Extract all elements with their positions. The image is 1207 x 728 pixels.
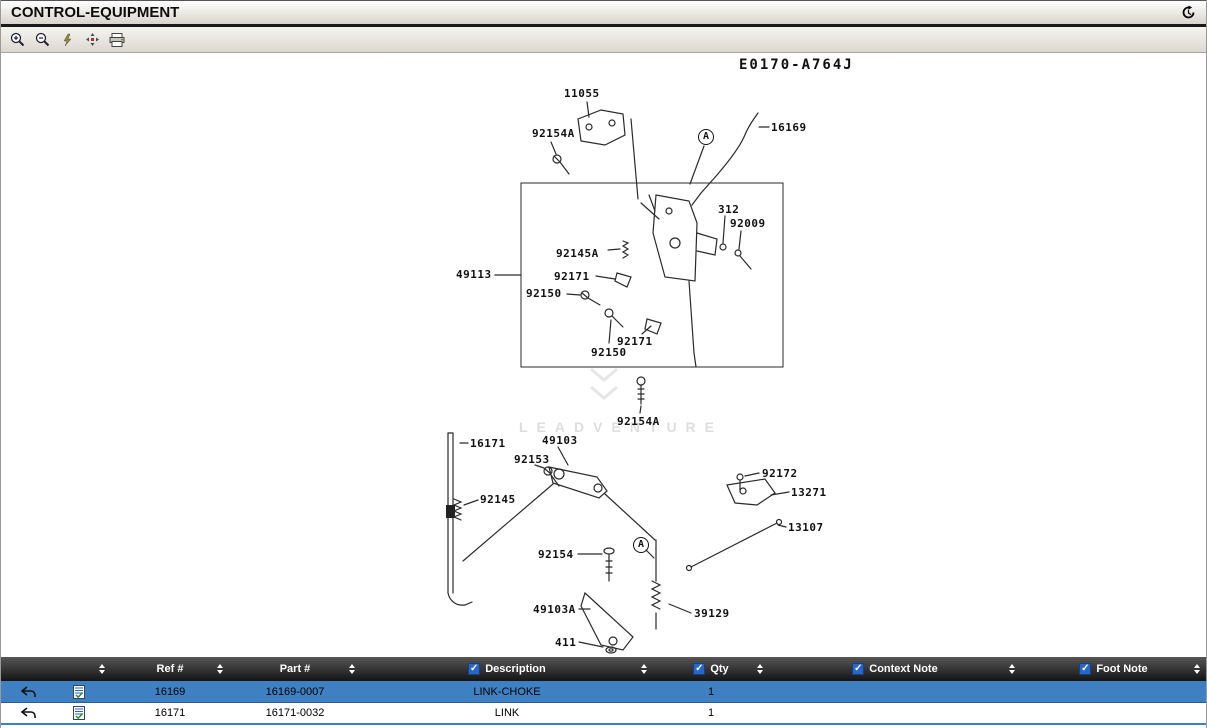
column-label: Part # xyxy=(279,663,311,675)
part-number-label[interactable]: 92171 xyxy=(554,270,590,283)
qty-checkbox[interactable]: ✓ xyxy=(693,663,706,675)
part-number-label[interactable]: 411 xyxy=(555,636,577,649)
zoom-out-icon[interactable] xyxy=(33,31,51,49)
history-icon[interactable] xyxy=(1181,5,1196,20)
cell-part: 16171-0032 xyxy=(265,707,325,719)
cell-qty: 1 xyxy=(707,685,715,698)
column-header-context-note[interactable]: ✓ Context Note xyxy=(769,657,1021,681)
diagram-toolbar xyxy=(1,27,1206,53)
column-header-qty[interactable]: ✓ Qty xyxy=(653,657,769,681)
cell-ref: 16169 xyxy=(154,685,186,698)
part-number-label[interactable]: 11055 xyxy=(564,87,600,100)
dynamic-zoom-icon[interactable] xyxy=(58,31,76,49)
cell-foot-note xyxy=(1021,681,1206,702)
page-title: CONTROL-EQUIPMENT xyxy=(11,4,180,21)
column-header-part[interactable]: Part # xyxy=(229,657,361,681)
sort-icon[interactable] xyxy=(1194,664,1200,674)
assembly-marker[interactable]: A xyxy=(698,129,714,145)
part-number-label[interactable]: 92154 xyxy=(538,548,574,561)
cell-part: 16169-0007 xyxy=(265,685,325,698)
part-number-label[interactable]: 49103 xyxy=(542,434,578,447)
row-actions xyxy=(1,681,111,702)
part-number-label[interactable]: 92145 xyxy=(480,493,516,506)
parts-table: Ref # Part # ✓ Description ✓ Qty ✓ Conte… xyxy=(1,657,1206,725)
cell-ref: 16171 xyxy=(154,707,186,719)
table-body: 16169 16169-0007 LINK-CHOKE 1 xyxy=(1,681,1206,725)
part-number-label[interactable]: 92145A xyxy=(556,247,599,260)
part-number-label[interactable]: 16171 xyxy=(470,437,506,450)
part-number-label[interactable]: 13271 xyxy=(791,486,827,499)
sort-icon[interactable] xyxy=(641,664,647,674)
context-note-checkbox[interactable]: ✓ xyxy=(852,663,865,675)
column-label: Context Note xyxy=(869,663,938,675)
part-number-label[interactable]: 92150 xyxy=(526,287,562,300)
sort-icon[interactable] xyxy=(217,664,223,674)
cell-context-note xyxy=(769,681,1021,702)
part-number-label[interactable]: 92171 xyxy=(617,335,653,348)
foot-note-checkbox[interactable]: ✓ xyxy=(1079,663,1092,675)
column-header-foot-note[interactable]: ✓ Foot Note xyxy=(1021,657,1206,681)
pan-icon[interactable] xyxy=(83,31,101,49)
diagram-drawing xyxy=(446,101,790,654)
part-number-label[interactable]: 49103A xyxy=(533,603,576,616)
column-label: Foot Note xyxy=(1096,663,1148,675)
column-header-ref[interactable]: Ref # xyxy=(111,657,229,681)
table-row[interactable]: 16169 16169-0007 LINK-CHOKE 1 xyxy=(1,681,1206,703)
undo-icon[interactable] xyxy=(21,685,37,698)
watermark-logo-icon xyxy=(590,367,618,400)
part-number-label[interactable]: 92172 xyxy=(762,467,798,480)
part-number-label[interactable]: 92153 xyxy=(514,453,550,466)
cell-foot-note xyxy=(1021,703,1206,723)
part-number-label[interactable]: 92009 xyxy=(730,217,766,230)
row-actions xyxy=(1,703,111,723)
print-icon[interactable] xyxy=(108,31,126,49)
sort-icon[interactable] xyxy=(757,664,763,674)
edit-note-icon[interactable] xyxy=(73,684,85,699)
table-row[interactable]: 16171 16171-0032 LINK 1 xyxy=(1,703,1206,725)
part-number-label[interactable]: 13107 xyxy=(788,521,824,534)
diagram-code: E0170-A764J xyxy=(739,57,854,73)
part-number-label[interactable]: 16169 xyxy=(771,121,807,134)
part-number-label[interactable]: 92154A xyxy=(532,127,575,140)
part-number-label[interactable]: 92150 xyxy=(591,346,627,359)
sort-icon[interactable] xyxy=(99,664,105,674)
undo-icon[interactable] xyxy=(21,707,37,719)
column-label: Qty xyxy=(710,663,729,675)
watermark-text: LEADVENTURE xyxy=(519,419,724,435)
column-header-actions[interactable] xyxy=(1,657,111,681)
column-label: Description xyxy=(485,663,546,675)
edit-note-icon[interactable] xyxy=(73,706,85,720)
sort-icon[interactable] xyxy=(349,664,355,674)
part-number-label[interactable]: 49113 xyxy=(456,268,492,281)
cell-context-note xyxy=(769,703,1021,723)
cell-description: LINK xyxy=(494,707,520,719)
sort-icon[interactable] xyxy=(1009,664,1015,674)
description-checkbox[interactable]: ✓ xyxy=(468,663,481,675)
column-label: Ref # xyxy=(156,663,184,675)
part-number-label[interactable]: 312 xyxy=(718,203,740,216)
table-header: Ref # Part # ✓ Description ✓ Qty ✓ Conte… xyxy=(1,657,1206,681)
assembly-marker[interactable]: A xyxy=(633,537,649,553)
part-number-label[interactable]: 39129 xyxy=(694,607,730,620)
part-number-label[interactable]: 92154A xyxy=(617,415,660,428)
cell-description: LINK-CHOKE xyxy=(473,685,541,698)
cell-qty: 1 xyxy=(707,707,715,719)
column-header-description[interactable]: ✓ Description xyxy=(361,657,653,681)
zoom-in-icon[interactable] xyxy=(8,31,26,49)
title-bar: CONTROL-EQUIPMENT xyxy=(1,0,1206,27)
